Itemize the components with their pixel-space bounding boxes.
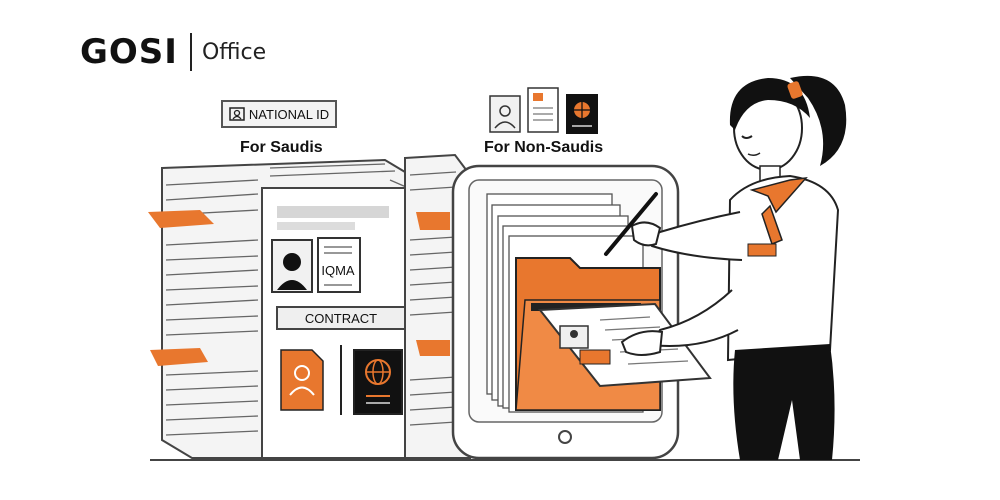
tablet-device — [451, 164, 712, 460]
for-saudis-caption: For Saudis — [240, 139, 323, 156]
logo-divider — [189, 33, 192, 71]
national-id-label: NATIONAL ID — [248, 106, 330, 122]
passport-icon — [566, 94, 598, 134]
orange-tab — [150, 348, 208, 366]
pen-icon — [604, 192, 658, 256]
logo-subtitle: Office — [201, 39, 267, 65]
orange-tab — [416, 212, 450, 230]
contract-label: CONTRACT — [276, 306, 406, 330]
person-photo-icon — [489, 95, 521, 133]
logo-title: GOSI — [80, 32, 178, 72]
iqma-label: IQMA — [321, 262, 355, 278]
for-non-saudis-caption: For Non-Saudis — [484, 139, 604, 156]
orange-tab — [148, 210, 214, 228]
passport-icon — [353, 349, 403, 415]
id-card-icon — [229, 107, 245, 121]
gosi-office-logo: GOSI Office — [80, 32, 266, 72]
national-id-tag: NATIONAL ID — [221, 100, 337, 128]
iqma-document-icon — [317, 237, 361, 293]
orange-tab — [416, 340, 450, 356]
certificate-icon — [527, 87, 559, 133]
person-photo-icon — [271, 239, 313, 293]
tablet-home-button — [558, 430, 572, 444]
office-worker — [604, 75, 847, 460]
orange-document-icon — [280, 349, 324, 411]
